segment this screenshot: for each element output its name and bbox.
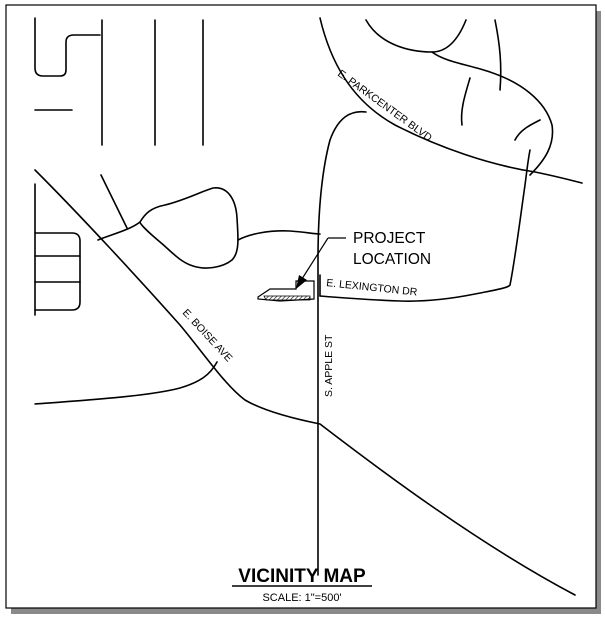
map-scale: SCALE: 1"=500' — [262, 592, 341, 604]
project-parcel — [257, 280, 315, 302]
street-network — [34, 17, 583, 596]
map-frame — [5, 4, 597, 609]
street-label-apple: S. APPLE ST — [323, 334, 335, 397]
project-label-line2: LOCATION — [353, 251, 431, 268]
project-label-line1: PROJECT — [353, 230, 426, 247]
project-leader — [296, 237, 346, 289]
map-title: VICINITY MAP — [238, 566, 366, 587]
